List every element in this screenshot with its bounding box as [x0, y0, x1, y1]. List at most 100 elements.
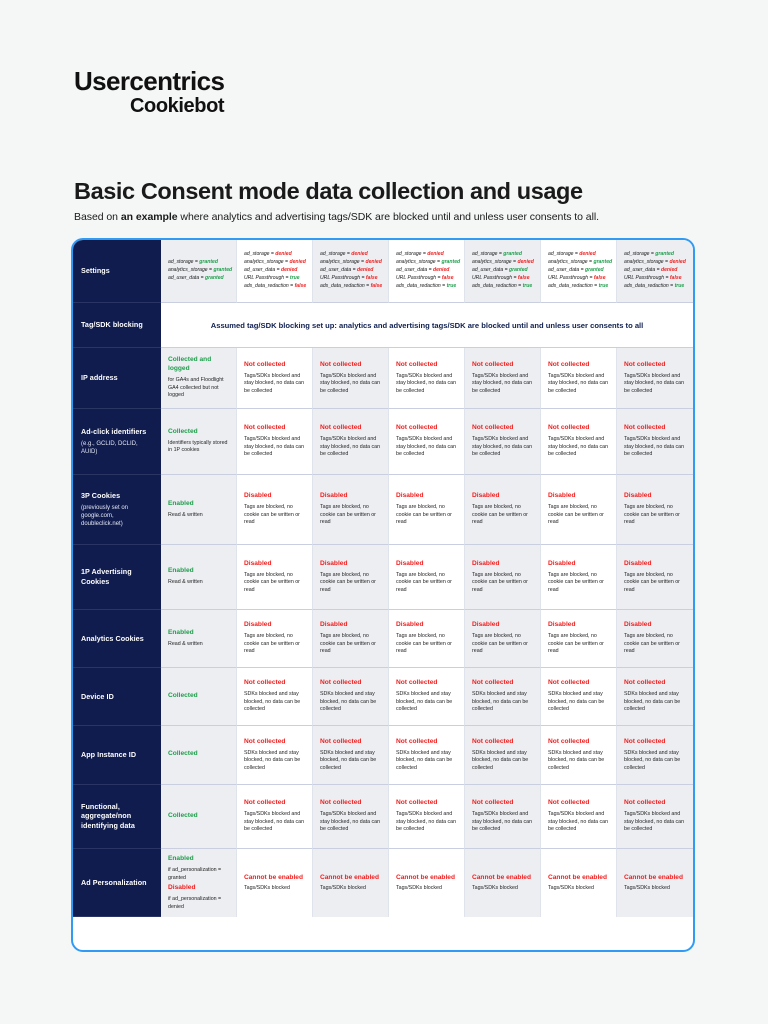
setting-line: ad_user_data = denied	[320, 267, 374, 274]
cell-detail: if ad_personalization = granted	[168, 867, 222, 881]
setting-line: analytics_storage = granted	[396, 259, 461, 266]
cell-status: Disabled	[624, 621, 652, 629]
cell-status: Collected	[168, 692, 198, 700]
setting-line: URL Passthrough = false	[548, 275, 606, 282]
cell-detail: Tags/SDKs blocked and stay blocked, no d…	[624, 810, 685, 833]
subtitle-post: where analytics and advertising tags/SDK…	[177, 211, 600, 223]
cell-status: Not collected	[548, 799, 590, 807]
page-subtitle: Based on an example where analytics and …	[74, 211, 599, 223]
cell-status: Enabled	[168, 628, 194, 636]
setting-line: analytics_storage = denied	[472, 259, 534, 266]
row-label-3p-cookies: 3P Cookies(previously set on google.com,…	[73, 474, 161, 546]
row-label-title: Tag/SDK blocking	[81, 320, 143, 330]
cell-detail: Tags/SDKs blocked	[244, 885, 290, 892]
cell-detail: Tags/SDKs blocked	[396, 885, 442, 892]
row-label-1p-advertising-cookies: 1P Advertising Cookies	[73, 545, 161, 610]
cell-status: Enabled	[168, 499, 194, 507]
cell-status: Collected and logged	[168, 356, 212, 373]
cell-status: Not collected	[320, 799, 362, 807]
cell-detail: SDKs blocked and stay blocked, no data c…	[396, 691, 453, 713]
row-label-title: Device ID	[81, 691, 114, 701]
cell-status: Not collected	[320, 679, 362, 687]
cell-status: Disabled	[320, 559, 348, 567]
cell-detail: Tags/SDKs blocked	[548, 885, 594, 892]
setting-line: ad_user_data = granted	[548, 267, 604, 274]
setting-line: ads_data_redaction = true	[472, 282, 533, 289]
cell-status: Not collected	[472, 737, 514, 745]
cell-status: Not collected	[244, 424, 286, 432]
cell-status: Not collected	[396, 679, 438, 687]
setting-line: ad_storage = granted	[472, 251, 522, 258]
brand-logo: Usercentrics Cookiebot	[74, 67, 225, 117]
cell-detail: Tags are blocked, no cookie can be writt…	[396, 571, 452, 593]
row-label-settings: Settings	[73, 240, 161, 304]
setting-line: ads_data_redaction = false	[320, 282, 383, 289]
row-label-tag-sdk-blocking: Tag/SDK blocking	[73, 303, 161, 348]
cell-detail: Tags/SDKs blocked and stay blocked, no d…	[396, 372, 457, 394]
cell-status: Cannot be enabled	[548, 873, 607, 881]
cell-status: Not collected	[244, 679, 286, 687]
setting-line: ad_storage = denied	[244, 251, 292, 258]
cell-status: Not collected	[244, 737, 286, 745]
row-label-sub: (e.g., GCLID, DCLID, AUID)	[81, 440, 138, 455]
cell-status: Disabled	[624, 492, 652, 500]
cell-status: Not collected	[396, 799, 438, 807]
cell-detail: SDKs blocked and stay blocked, no data c…	[472, 691, 529, 713]
cell-detail: if ad_personalization = denied	[168, 896, 222, 910]
cell-detail: Tags are blocked, no cookie can be writt…	[396, 633, 452, 655]
cell-detail: Tags are blocked, no cookie can be writt…	[244, 633, 300, 655]
cell-status: Disabled	[168, 884, 196, 892]
cell-detail: Tags/SDKs blocked and stay blocked, no d…	[472, 372, 533, 394]
cell-detail: Tags/SDKs blocked	[624, 885, 670, 892]
cell-detail: SDKs blocked and stay blocked, no data c…	[624, 749, 681, 771]
cell-status: Disabled	[320, 621, 348, 629]
cell-status: Not collected	[320, 360, 362, 368]
cell-status: Cannot be enabled	[320, 873, 379, 881]
cell-detail: Tags/SDKs blocked and stay blocked, no d…	[320, 372, 381, 394]
cell-detail: Tags/SDKs blocked and stay blocked, no d…	[396, 436, 457, 458]
cell-status: Cannot be enabled	[244, 873, 303, 881]
cell-status: Not collected	[548, 360, 590, 368]
page-title: Basic Consent mode data collection and u…	[74, 178, 583, 204]
row-label-title: 1P Advertising Cookies	[81, 567, 132, 587]
cell-status: Not collected	[396, 360, 438, 368]
cell-status: Disabled	[244, 492, 272, 500]
setting-line: URL Passthrough = false	[320, 275, 378, 282]
setting-line: ads_data_redaction = true	[548, 282, 609, 289]
cell-device-id-1: Collected	[161, 668, 237, 727]
cell-status: Disabled	[472, 621, 500, 629]
row-label-title: Settings	[81, 266, 110, 276]
cell-detail: Tags/SDKs blocked and stay blocked, no d…	[244, 810, 305, 833]
cell-detail: Tags are blocked, no cookie can be writt…	[320, 571, 376, 593]
setting-line: analytics_storage = granted	[548, 259, 613, 266]
cell-detail: Tags are blocked, no cookie can be writt…	[624, 633, 680, 655]
cell-detail: Tags/SDKs blocked and stay blocked, no d…	[320, 436, 381, 458]
cell-status: Cannot be enabled	[624, 873, 683, 881]
cell-detail: SDKs blocked and stay blocked, no data c…	[320, 749, 377, 771]
cell-detail: SDKs blocked and stay blocked, no data c…	[472, 749, 529, 771]
cell-status: Disabled	[548, 492, 576, 500]
